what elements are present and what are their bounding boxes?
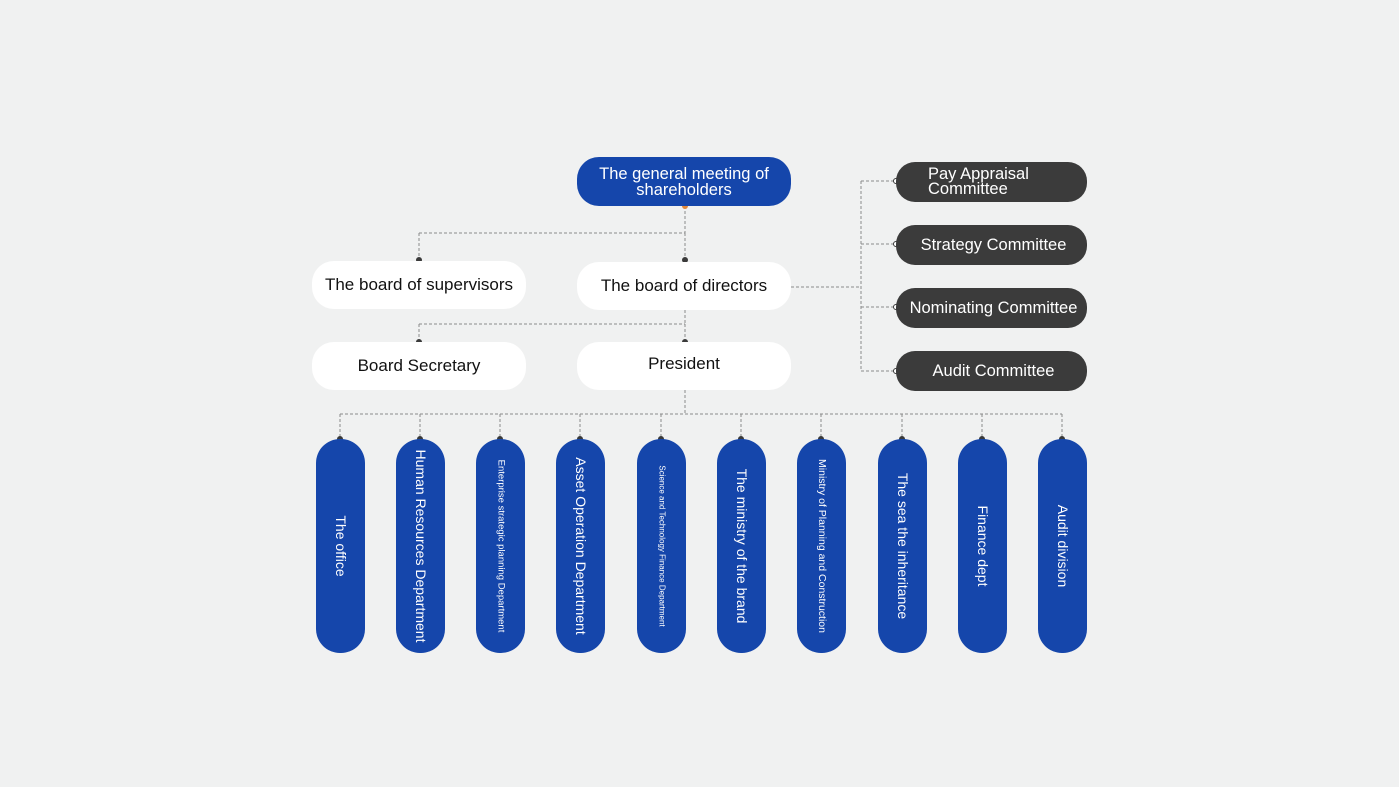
department-human-resources: Human Resources Department — [396, 439, 445, 653]
connector-president-departments — [340, 390, 1062, 415]
department-label: Enterprise strategic planning Department — [495, 459, 506, 633]
department-brand: The ministry of the brand — [717, 439, 766, 653]
board-of-supervisors-label: The board of supervisors — [324, 275, 514, 294]
department-label: Asset Operation Department — [572, 457, 589, 635]
connector-directors-executive — [418, 310, 686, 342]
committee-label: Strategy Committee — [920, 235, 1067, 254]
committee-audit: Audit Committee — [896, 351, 1087, 391]
committee-label: Nominating Committee — [909, 298, 1078, 317]
committee-label: Pay Appraisal Committee — [928, 165, 1029, 198]
department-audit: Audit division — [1038, 439, 1087, 653]
department-science-technology-finance: Science and Technology Finance Departmen… — [637, 439, 686, 653]
general-meeting-node: The general meeting of shareholders — [577, 157, 791, 206]
committee-nominating: Nominating Committee — [896, 288, 1087, 328]
department-label: The office — [332, 515, 349, 577]
board-of-directors-label: The board of directors — [600, 276, 768, 295]
president-node: President — [577, 342, 791, 390]
department-strategic-planning: Enterprise strategic planning Department — [476, 439, 525, 653]
department-sea-inheritance: The sea the inheritance — [878, 439, 927, 653]
committee-label: Audit Committee — [932, 361, 1055, 380]
department-label: The sea the inheritance — [894, 472, 911, 620]
committee-pay-appraisal: Pay Appraisal Committee — [896, 162, 1087, 202]
board-of-supervisors-node: The board of supervisors — [312, 261, 526, 309]
department-drops — [339, 414, 1063, 439]
board-of-directors-node: The board of directors — [577, 262, 791, 310]
department-label: Finance dept — [974, 505, 991, 587]
general-meeting-label: The general meeting of shareholders — [599, 164, 769, 199]
board-secretary-node: Board Secretary — [312, 342, 526, 390]
department-label: Science and Technology Finance Departmen… — [657, 465, 666, 627]
department-planning-construction: Ministry of Planning and Construction — [797, 439, 846, 653]
department-finance: Finance dept — [958, 439, 1007, 653]
committee-strategy: Strategy Committee — [896, 225, 1087, 265]
department-label: The ministry of the brand — [733, 468, 750, 624]
department-label: Audit division — [1054, 504, 1071, 588]
president-label: President — [648, 354, 720, 373]
connector-directors-committees — [791, 180, 896, 372]
department-label: Ministry of Planning and Construction — [815, 459, 828, 633]
connector-dot — [682, 257, 688, 263]
department-office: The office — [316, 439, 365, 653]
department-label: Human Resources Department — [412, 449, 429, 643]
department-asset-operation: Asset Operation Department — [556, 439, 605, 653]
board-secretary-label: Board Secretary — [357, 356, 481, 375]
connector-gm-boards — [418, 206, 686, 260]
